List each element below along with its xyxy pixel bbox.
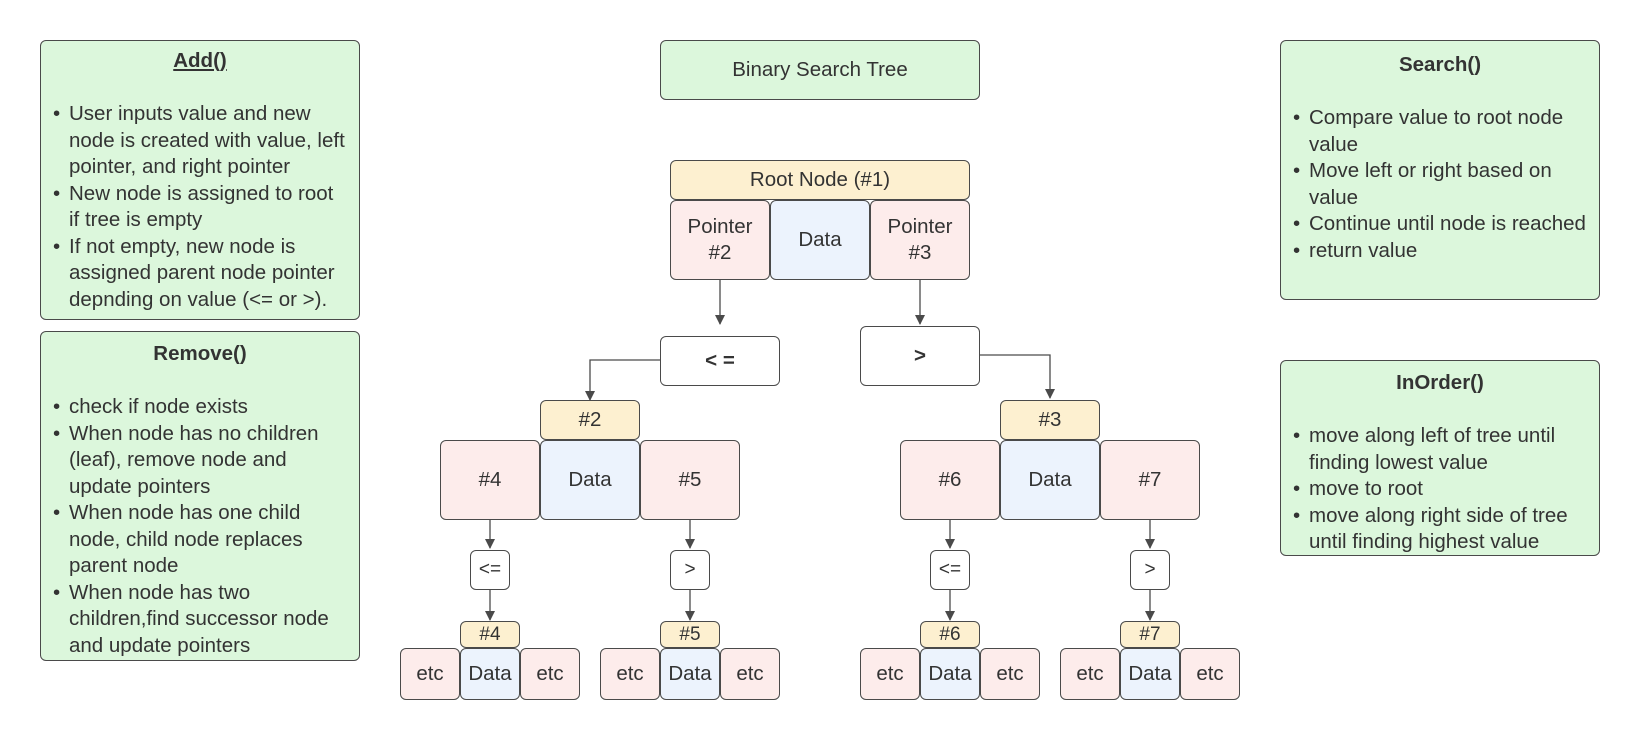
search-bullet: Move left or right based on value [1293, 158, 1587, 211]
search-bullet: Continue until node is reached [1293, 211, 1587, 238]
arrow-gt-node3 [980, 354, 1055, 399]
inorder-bullet: move to root [1293, 476, 1587, 503]
leaf7-data: Data [1120, 648, 1180, 700]
leaf4-right-pointer: etc [520, 648, 580, 700]
arrow-lte-node2 [585, 359, 660, 401]
root-right-pointer: Pointer #3 [870, 200, 970, 280]
diagram-title: Binary Search Tree [660, 40, 980, 100]
remove-bullet: When node has no children (leaf), remove… [53, 421, 347, 501]
remove-bullet: check if node exists [53, 394, 347, 421]
inorder-bullet: move along left of tree until finding lo… [1293, 423, 1587, 476]
node3-left-pointer: #6 [900, 440, 1000, 520]
inorder-panel-title: InOrder() [1396, 371, 1484, 394]
root-data: Data [770, 200, 870, 280]
remove-panel: Remove() check if node exists When node … [40, 331, 360, 661]
search-panel-title: Search() [1398, 53, 1482, 76]
leaf4-label: #4 [460, 621, 520, 648]
node2-label: #2 [540, 400, 640, 440]
add-panel-title: Add() [173, 49, 227, 72]
node3-data: Data [1000, 440, 1100, 520]
node3-label: #3 [1000, 400, 1100, 440]
add-bullet: User inputs value and new node is create… [53, 101, 347, 181]
add-bullet: New node is assigned to root if tree is … [53, 181, 347, 234]
remove-panel-title: Remove() [153, 342, 247, 365]
leaf7-label: #7 [1120, 621, 1180, 648]
root-node-label: Root Node (#1) [670, 160, 970, 200]
leaf7-right-pointer: etc [1180, 648, 1240, 700]
leaf6-right-pointer: etc [980, 648, 1040, 700]
node2-right-pointer: #5 [640, 440, 740, 520]
leaf5-right-pointer: etc [720, 648, 780, 700]
compare-lte-box: < = [660, 336, 780, 386]
leaf4-left-pointer: etc [400, 648, 460, 700]
leaf6-data: Data [920, 648, 980, 700]
add-panel: Add() User inputs value and new node is … [40, 40, 360, 320]
remove-bullet: When node has one child node, child node… [53, 500, 347, 580]
compare-gt-box: > [860, 326, 980, 386]
node3-right-pointer: #7 [1100, 440, 1200, 520]
search-bullet: Compare value to root node value [1293, 105, 1587, 158]
leaf5-label: #5 [660, 621, 720, 648]
leaf4-data: Data [460, 648, 520, 700]
leaf5-left-pointer: etc [600, 648, 660, 700]
remove-bullet: When node has two children,find successo… [53, 580, 347, 660]
node2-data: Data [540, 440, 640, 520]
leaf6-label: #6 [920, 621, 980, 648]
compare-lte-small: <= [930, 550, 970, 590]
compare-gt-small: > [1130, 550, 1170, 590]
node2-left-pointer: #4 [440, 440, 540, 520]
add-bullet: If not empty, new node is assigned paren… [53, 234, 347, 314]
compare-gt-small: > [670, 550, 710, 590]
root-left-pointer: Pointer #2 [670, 200, 770, 280]
leaf6-left-pointer: etc [860, 648, 920, 700]
leaf5-data: Data [660, 648, 720, 700]
search-bullet: return value [1293, 238, 1587, 265]
leaf7-left-pointer: etc [1060, 648, 1120, 700]
inorder-panel: InOrder() move along left of tree until … [1280, 360, 1600, 556]
compare-lte-small: <= [470, 550, 510, 590]
inorder-bullet: move along right side of tree until find… [1293, 503, 1587, 556]
search-panel: Search() Compare value to root node valu… [1280, 40, 1600, 300]
